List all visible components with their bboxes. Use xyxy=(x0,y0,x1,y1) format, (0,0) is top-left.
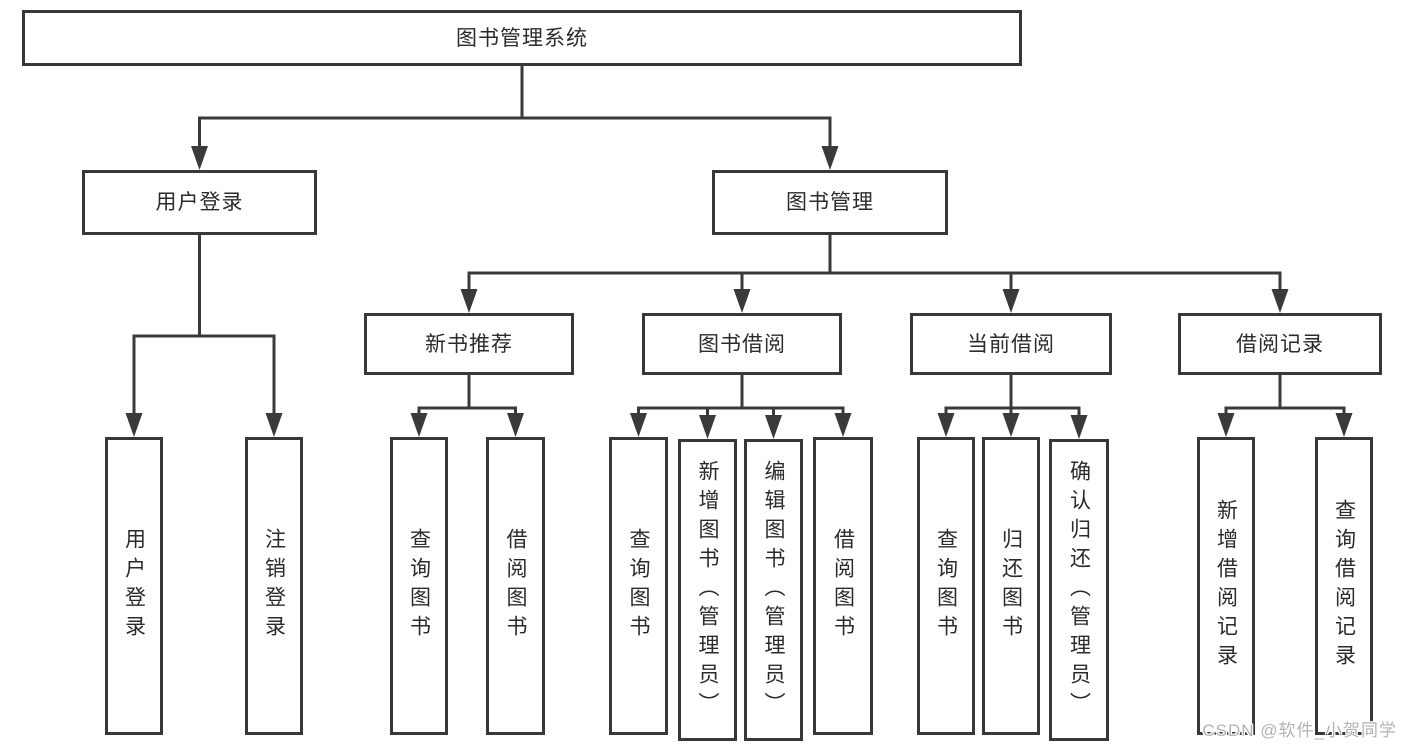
node-user-login: 用户登录 xyxy=(82,170,317,235)
node-logout-col: 注销登录 xyxy=(245,437,303,735)
node-login-col: 用户登录 xyxy=(105,437,163,735)
node-label: 查询图书 xyxy=(934,528,958,644)
node-cb-return: 归还图书 xyxy=(982,437,1040,735)
node-rec-query: 查询图书 xyxy=(390,437,448,735)
node-br-add: 新增借阅记录 xyxy=(1197,437,1255,735)
node-bb-borrow: 借阅图书 xyxy=(813,437,873,735)
node-label: 注销登录 xyxy=(262,528,286,644)
arrowhead-icon xyxy=(1335,413,1353,437)
watermark: CSDN @软件_小贺同学 xyxy=(1202,721,1397,740)
arrowhead-icon xyxy=(1002,289,1020,313)
node-label: 借阅图书 xyxy=(831,528,855,644)
node-label: 用户登录 xyxy=(155,191,244,214)
node-label: 新增图书（管理员） xyxy=(696,459,719,721)
node-cb-query: 查询图书 xyxy=(917,437,975,735)
node-label: 查询图书 xyxy=(407,528,431,644)
node-bb-query: 查询图书 xyxy=(609,437,668,735)
node-label: 查询图书 xyxy=(627,528,650,644)
node-label: 确认归还（管理员） xyxy=(1067,459,1091,721)
arrowhead-icon xyxy=(507,413,524,437)
node-label: 当前借阅 xyxy=(967,332,1055,356)
node-label: 新书推荐 xyxy=(425,332,513,356)
arrowhead-icon xyxy=(265,413,283,437)
node-bb-add: 新增图书（管理员） xyxy=(678,439,737,741)
arrowhead-icon xyxy=(1002,413,1020,437)
node-label: 编辑图书（管理员） xyxy=(762,459,785,721)
node-label: 用户登录 xyxy=(122,528,146,644)
arrowhead-icon xyxy=(191,146,208,170)
node-new-book-rec: 新书推荐 xyxy=(364,313,574,375)
arrowhead-icon xyxy=(125,413,143,437)
arrowhead-icon xyxy=(733,289,751,313)
node-label: 借阅记录 xyxy=(1236,332,1324,356)
arrowhead-icon xyxy=(834,413,852,437)
node-label: 新增借阅记录 xyxy=(1214,499,1238,673)
node-cb-confirm: 确认归还（管理员） xyxy=(1049,439,1109,741)
node-label: 图书管理系统 xyxy=(456,26,588,50)
arrowhead-icon xyxy=(821,146,839,170)
arrowhead-icon xyxy=(410,413,428,437)
node-root: 图书管理系统 xyxy=(22,10,1022,66)
arrowhead-icon xyxy=(1271,289,1289,313)
arrowhead-icon xyxy=(1217,413,1235,437)
node-label: 图书借阅 xyxy=(698,332,786,356)
arrowhead-icon xyxy=(765,415,782,439)
node-book-mgmt: 图书管理 xyxy=(712,170,948,235)
arrowhead-icon xyxy=(630,413,647,437)
node-br-query: 查询借阅记录 xyxy=(1315,437,1373,735)
node-label: 图书管理 xyxy=(786,191,874,214)
arrowhead-icon xyxy=(1070,415,1088,439)
arrowhead-icon xyxy=(699,415,716,439)
node-label: 查询借阅记录 xyxy=(1332,499,1356,673)
node-book-borrow: 图书借阅 xyxy=(642,313,842,375)
node-rec-borrow: 借阅图书 xyxy=(486,437,545,735)
arrowhead-icon xyxy=(937,413,955,437)
node-label: 归还图书 xyxy=(999,528,1023,644)
node-label: 借阅图书 xyxy=(504,528,527,644)
arrowhead-icon xyxy=(460,289,478,313)
node-borrow-records: 借阅记录 xyxy=(1178,313,1382,375)
node-current-borrow: 当前借阅 xyxy=(910,313,1112,375)
node-bb-edit: 编辑图书（管理员） xyxy=(744,439,803,741)
